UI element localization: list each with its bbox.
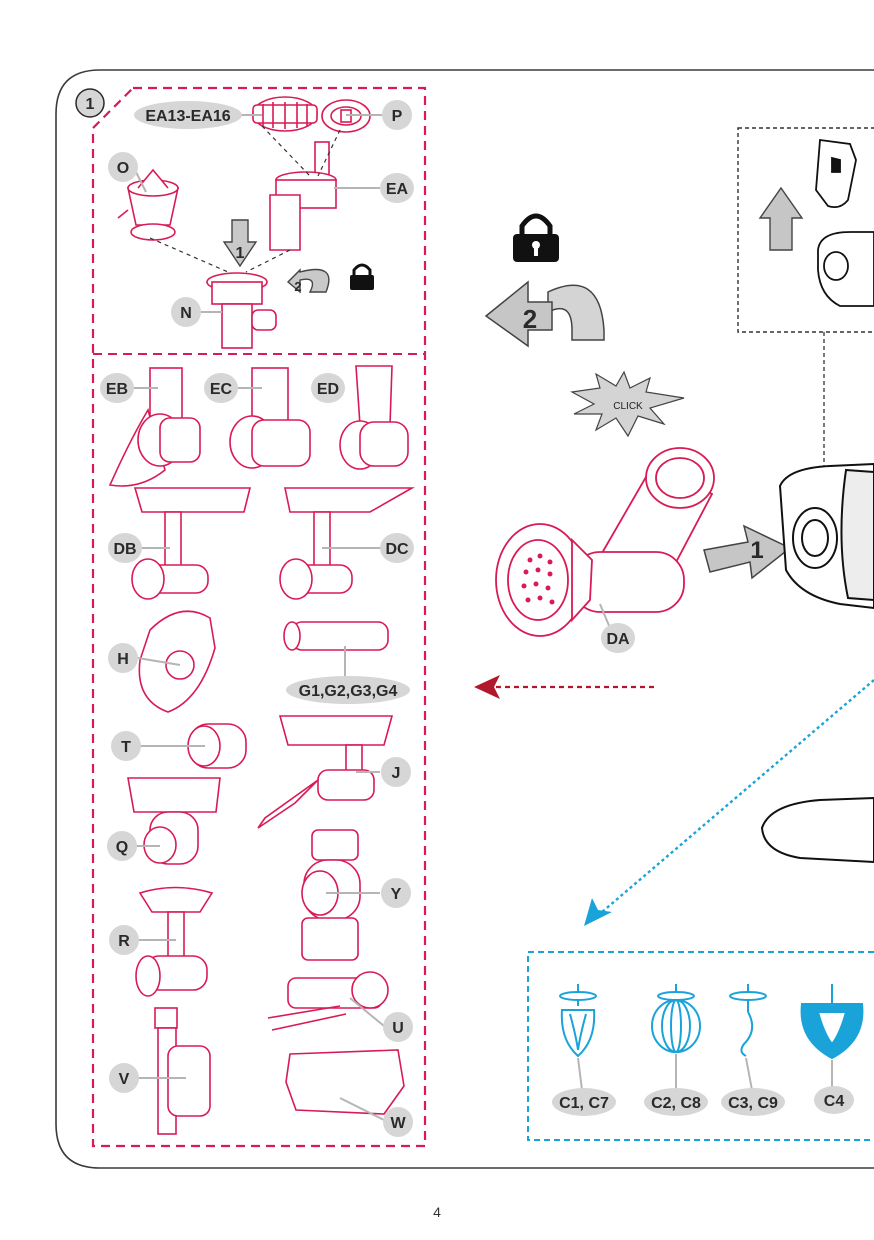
juicer-group bbox=[117, 96, 371, 349]
inset-frame bbox=[737, 127, 874, 333]
lock-icon bbox=[350, 263, 374, 290]
svg-text:R: R bbox=[118, 933, 130, 950]
svg-text:CLICK: CLICK bbox=[613, 401, 643, 412]
svg-text:EA: EA bbox=[386, 181, 409, 198]
label-c4: C4 bbox=[814, 1086, 854, 1114]
down-arrow-step-1: 1 bbox=[222, 219, 258, 268]
assembly-guides bbox=[149, 125, 341, 273]
label-h: H bbox=[108, 643, 138, 673]
svg-text:DB: DB bbox=[113, 541, 136, 558]
svg-text:DA: DA bbox=[606, 631, 630, 648]
svg-text:1: 1 bbox=[750, 537, 763, 564]
label-q: Q bbox=[107, 831, 137, 861]
label-n: N bbox=[171, 297, 201, 327]
svg-text:H: H bbox=[117, 651, 129, 668]
rotate-arrow-step-2-large: 2 bbox=[484, 280, 605, 348]
svg-text:EB: EB bbox=[106, 381, 128, 398]
label-ec: EC bbox=[204, 373, 238, 403]
label-w: W bbox=[383, 1107, 413, 1137]
svg-text:O: O bbox=[117, 160, 129, 177]
svg-text:V: V bbox=[119, 1071, 130, 1088]
svg-text:W: W bbox=[390, 1115, 406, 1132]
tool-drawings bbox=[559, 984, 864, 1060]
insert-arrow-step-1: 1 bbox=[703, 524, 792, 580]
label-c1-c7: C1, C7 bbox=[552, 1088, 616, 1116]
page-number: 4 bbox=[433, 1204, 441, 1220]
svg-text:U: U bbox=[392, 1020, 404, 1037]
tools-panel bbox=[527, 951, 874, 1141]
svg-text:DC: DC bbox=[385, 541, 409, 558]
label-p: P bbox=[382, 100, 412, 130]
label-ea: EA bbox=[380, 173, 414, 203]
mincer-plate-holes bbox=[521, 553, 555, 605]
svg-text:Y: Y bbox=[391, 886, 402, 903]
up-arrow bbox=[758, 186, 804, 251]
step-number-badge: 1 bbox=[75, 88, 105, 118]
svg-text:2: 2 bbox=[523, 304, 537, 334]
outer-frame bbox=[55, 69, 874, 1169]
label-j: J bbox=[381, 757, 411, 787]
svg-text:ED: ED bbox=[317, 381, 339, 398]
svg-text:C3, C9: C3, C9 bbox=[728, 1095, 778, 1112]
label-eb: EB bbox=[100, 373, 134, 403]
click-burst: CLICK bbox=[570, 370, 685, 438]
svg-text:C2, C8: C2, C8 bbox=[651, 1095, 701, 1112]
label-o: O bbox=[108, 152, 138, 182]
accessory-panel bbox=[91, 86, 427, 1148]
label-ea13-ea16: EA13-EA16 bbox=[134, 101, 242, 129]
label-v: V bbox=[109, 1063, 139, 1093]
label-r: R bbox=[109, 925, 139, 955]
label-dc: DC bbox=[380, 533, 414, 563]
mixer-head bbox=[778, 462, 874, 610]
pointer-arrow-blue bbox=[584, 679, 874, 926]
accessory-drawings bbox=[108, 365, 416, 1135]
svg-text:N: N bbox=[180, 305, 192, 322]
svg-text:EC: EC bbox=[210, 381, 233, 398]
svg-text:J: J bbox=[392, 765, 401, 782]
label-y: Y bbox=[381, 878, 411, 908]
svg-text:P: P bbox=[392, 108, 403, 125]
label-u: U bbox=[383, 1012, 413, 1042]
tool-callout-lines bbox=[577, 1054, 833, 1091]
pointer-arrow-red bbox=[474, 675, 654, 699]
label-c3-c9: C3, C9 bbox=[721, 1088, 785, 1116]
svg-text:1: 1 bbox=[236, 245, 245, 262]
label-db: DB bbox=[108, 533, 142, 563]
callout-lines bbox=[130, 114, 385, 1121]
mincer-attachment-da bbox=[495, 447, 715, 637]
svg-text:1: 1 bbox=[86, 96, 95, 113]
lock-icon-large bbox=[513, 213, 559, 262]
label-g1-g4: G1,G2,G3,G4 bbox=[286, 676, 410, 704]
label-ed: ED bbox=[311, 373, 345, 403]
svg-text:C1, C7: C1, C7 bbox=[559, 1095, 609, 1112]
inset-drawings bbox=[815, 138, 874, 307]
label-c2-c8: C2, C8 bbox=[644, 1088, 708, 1116]
label-t: T bbox=[111, 731, 141, 761]
svg-text:C4: C4 bbox=[824, 1093, 845, 1110]
svg-text:Q: Q bbox=[116, 839, 128, 856]
svg-text:G1,G2,G3,G4: G1,G2,G3,G4 bbox=[299, 683, 398, 700]
label-da: DA bbox=[599, 603, 635, 653]
svg-text:2: 2 bbox=[294, 279, 301, 294]
svg-text:T: T bbox=[121, 739, 131, 756]
mixer-base bbox=[760, 796, 874, 864]
rotate-arrow-step-2: 2 bbox=[286, 268, 330, 294]
svg-text:EA13-EA16: EA13-EA16 bbox=[145, 108, 230, 125]
